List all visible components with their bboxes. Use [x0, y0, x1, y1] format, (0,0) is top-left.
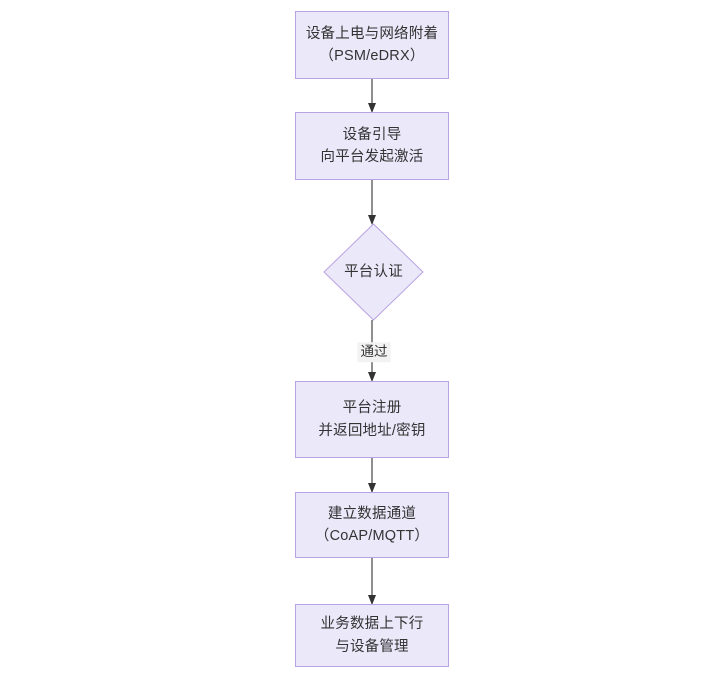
process-node-n4: 平台注册并返回地址/密钥: [295, 381, 449, 458]
process-node-n5: 建立数据通道 （CoAP/MQTT）: [295, 492, 449, 558]
node-text-line: 向平台发起激活: [320, 149, 424, 165]
node-text-line: 设备引导: [342, 126, 402, 143]
edge-label-n3-n4: 通过: [357, 342, 391, 362]
node-text-line: 业务数据上下行: [320, 616, 424, 633]
node-text-line: 建立数据通道: [327, 505, 417, 522]
node-text-line: 与设备管理: [335, 638, 409, 655]
decision-node-n3: [323, 223, 424, 321]
node-text-line: （CoAP/MQTT）: [314, 528, 430, 544]
node-text-line: 平台注册: [342, 400, 402, 417]
node-text-line: 平台认证: [344, 263, 403, 280]
process-node-n1: 设备上电与网络附着 （PSM/eDRX）: [295, 11, 449, 79]
node-text-line: 设备上电与网络附着: [305, 25, 439, 42]
decision-node-label: 平台认证: [324, 224, 423, 320]
node-text-line: （PSM/eDRX）: [319, 48, 425, 64]
process-node-n2: 设备引导向平台发起激活: [295, 112, 449, 180]
diamond-layer: [323, 223, 424, 321]
decision-node-label-wrap-n3: 平台认证: [324, 224, 423, 320]
node-text-line: 并返回地址/密钥: [318, 422, 426, 439]
process-node-n6: 业务数据上下行与设备管理: [295, 604, 449, 667]
